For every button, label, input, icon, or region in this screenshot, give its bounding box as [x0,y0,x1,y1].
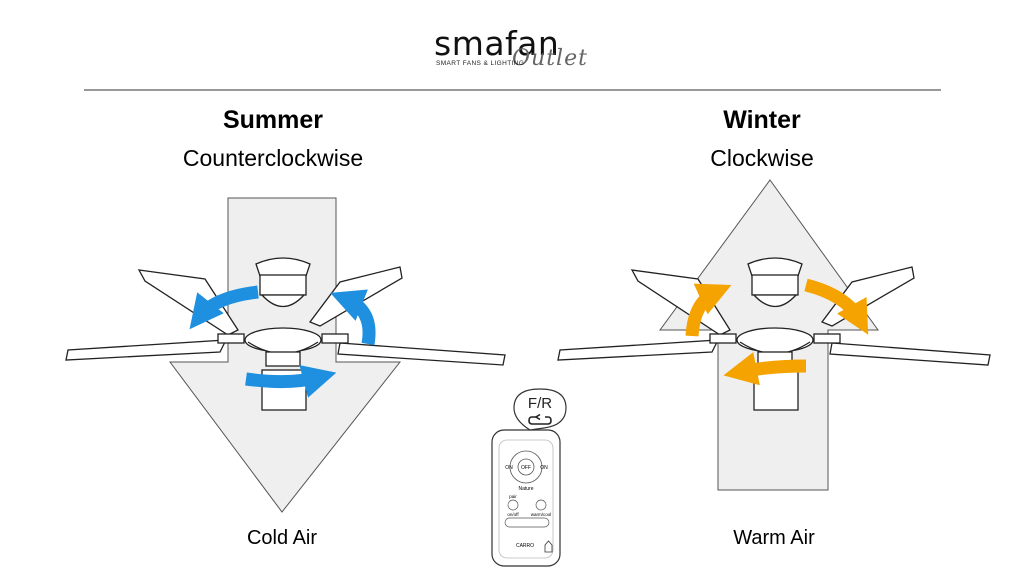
brand-logo-text: smafan [434,24,560,63]
remote-onoff: on/off [507,512,519,517]
remote-control [491,388,567,567]
brand-tagline: SMART FANS & LIGHTING [436,60,525,67]
winter-airflow-label: Warm Air [733,527,815,549]
reverse-button-label: F/R [527,395,553,412]
header-divider [84,89,941,91]
remote-on-right: ON [540,465,548,471]
remote-on-left: ON [505,465,513,471]
winter-direction: Clockwise [710,145,814,171]
winter-fan [557,257,991,411]
remote-off: OFF [521,465,531,471]
remote-pair: pair [509,494,517,499]
summer-title: Summer [222,106,324,134]
remote-mode: Nature [518,486,534,492]
summer-direction: Counterclockwise [182,145,364,171]
clockwise-arrows [685,278,869,386]
reverse-icon [528,413,552,425]
counterclockwise-arrows [189,285,376,398]
summer-airflow-label: Cold Air [246,527,318,549]
brand-logo-script: Outlet [512,46,588,71]
winter-title: Winter [723,106,801,134]
remote-warmcool: warm/cool [530,512,552,517]
remote-brand: CARRO [515,543,535,549]
